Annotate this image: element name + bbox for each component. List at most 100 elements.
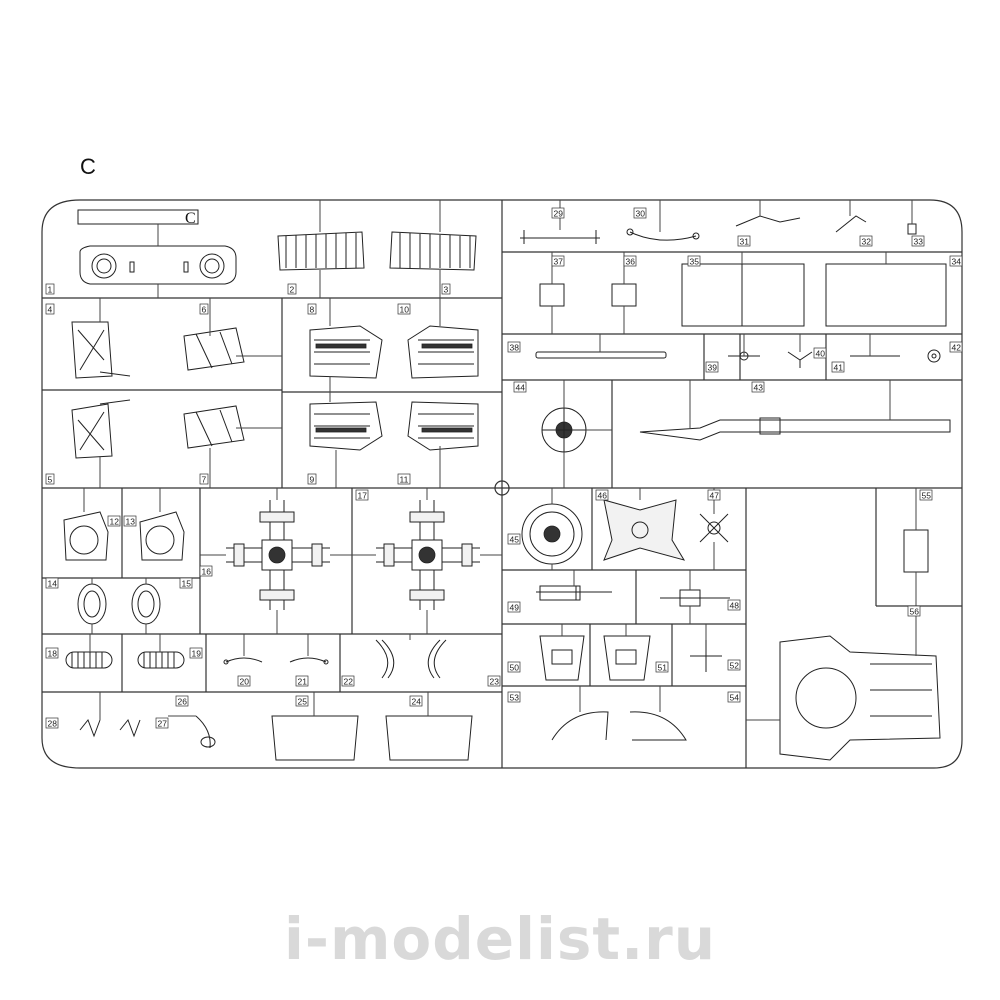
part-number-49: 49 bbox=[510, 602, 520, 612]
part-number-box bbox=[179, 577, 193, 589]
part-number-45: 45 bbox=[510, 534, 520, 544]
part-number-box bbox=[633, 207, 647, 219]
sprue-letter: C bbox=[80, 154, 96, 179]
part-number-56: 56 bbox=[910, 606, 920, 616]
part-40-yoke bbox=[787, 351, 813, 368]
part-31-clip bbox=[735, 215, 801, 227]
part-55-block bbox=[903, 529, 929, 573]
part-number-13: 13 bbox=[126, 516, 136, 526]
part-number-box bbox=[199, 565, 213, 577]
part-number-41: 41 bbox=[834, 362, 844, 372]
part-number-4: 4 bbox=[48, 304, 53, 314]
part-number-39: 39 bbox=[708, 362, 718, 372]
part-number-30: 30 bbox=[636, 208, 646, 218]
part-14-ring bbox=[77, 583, 107, 625]
part-number-box bbox=[307, 473, 317, 485]
part-number-box bbox=[397, 473, 411, 485]
part-number-box bbox=[199, 303, 209, 315]
part-number-box bbox=[707, 489, 721, 501]
part-28-spring bbox=[79, 719, 101, 738]
part-number-box bbox=[831, 361, 845, 373]
part-number-box bbox=[551, 255, 565, 267]
part-56-hull bbox=[779, 635, 941, 761]
part-number-box bbox=[295, 675, 309, 687]
part-number-box bbox=[655, 661, 669, 673]
part-2-grille bbox=[277, 231, 365, 271]
part-number-box bbox=[295, 695, 309, 707]
part-number-box bbox=[507, 601, 521, 613]
part-number-16: 16 bbox=[202, 566, 212, 576]
part-45-wheel bbox=[521, 503, 583, 565]
part-30-rail bbox=[626, 228, 700, 241]
part-number-11: 11 bbox=[400, 474, 409, 484]
part-10-manifold bbox=[407, 325, 479, 379]
part-number-box bbox=[287, 283, 297, 295]
part-44-hub bbox=[541, 407, 587, 453]
part-27-spring bbox=[119, 719, 141, 738]
part-number-8: 8 bbox=[310, 304, 315, 314]
part-51-block bbox=[603, 635, 651, 681]
part-number-15: 15 bbox=[182, 578, 192, 588]
part-number-box bbox=[441, 283, 451, 295]
part-number-31: 31 bbox=[740, 236, 750, 246]
part-number-box bbox=[341, 675, 355, 687]
part-12-housing bbox=[63, 511, 109, 561]
sprue-gates bbox=[83, 200, 917, 721]
part-number-19: 19 bbox=[192, 648, 202, 658]
part-number-53: 53 bbox=[510, 692, 520, 702]
part-number-18: 18 bbox=[48, 648, 58, 658]
part-number-32: 32 bbox=[862, 236, 872, 246]
part-34-plate bbox=[825, 263, 947, 327]
part-number-3: 3 bbox=[444, 284, 449, 294]
part-number-9: 9 bbox=[310, 474, 315, 484]
part-43-barrel bbox=[639, 417, 951, 441]
part-number-24: 24 bbox=[412, 696, 422, 706]
part-number-28: 28 bbox=[48, 718, 58, 728]
part-47-cross bbox=[699, 513, 729, 543]
part-number-box bbox=[911, 235, 925, 247]
part-number-box bbox=[949, 341, 963, 353]
watermark: i-modelist.ru bbox=[283, 905, 717, 973]
part-number-40: 40 bbox=[816, 348, 826, 358]
part-number-box bbox=[727, 691, 741, 703]
part-number-box bbox=[907, 605, 921, 617]
part-number-5: 5 bbox=[48, 474, 53, 484]
part-number-box bbox=[307, 303, 317, 315]
part-number-box bbox=[859, 235, 873, 247]
part-46-star bbox=[603, 499, 686, 561]
part-33-peg bbox=[907, 223, 917, 235]
part-19-link bbox=[137, 651, 185, 669]
part-number-7: 7 bbox=[202, 474, 207, 484]
part-29-rail bbox=[520, 230, 600, 244]
part-number-50: 50 bbox=[510, 662, 520, 672]
part-number-46: 46 bbox=[598, 490, 608, 500]
part-18-link bbox=[65, 651, 113, 669]
part-49-shaft bbox=[536, 585, 612, 601]
part-16-engine-block bbox=[226, 500, 330, 610]
part-number-33: 33 bbox=[914, 236, 924, 246]
part-number-box bbox=[513, 381, 527, 393]
part-4-frame bbox=[71, 321, 131, 379]
part-20-rod bbox=[223, 657, 263, 665]
part-number-34: 34 bbox=[952, 256, 962, 266]
part-number-23: 23 bbox=[490, 676, 500, 686]
part-number-box bbox=[507, 661, 521, 673]
part-6-frame bbox=[183, 327, 245, 371]
part-42-washer bbox=[927, 349, 941, 363]
part-number-36: 36 bbox=[626, 256, 636, 266]
part-number-box bbox=[107, 515, 121, 527]
part-number-42: 42 bbox=[952, 342, 962, 352]
part-50-block bbox=[539, 635, 585, 681]
part-5-frame bbox=[71, 399, 131, 459]
part-number-44: 44 bbox=[516, 382, 526, 392]
part-21-rod bbox=[289, 657, 329, 665]
part-number-box bbox=[551, 207, 565, 219]
part-15-ring bbox=[131, 583, 161, 625]
part-number-box bbox=[355, 489, 369, 501]
part-number-box bbox=[727, 659, 741, 671]
part-24-panel bbox=[385, 715, 473, 761]
part-number-box bbox=[155, 717, 169, 729]
part-number-box bbox=[175, 695, 189, 707]
part-number-box bbox=[45, 473, 55, 485]
